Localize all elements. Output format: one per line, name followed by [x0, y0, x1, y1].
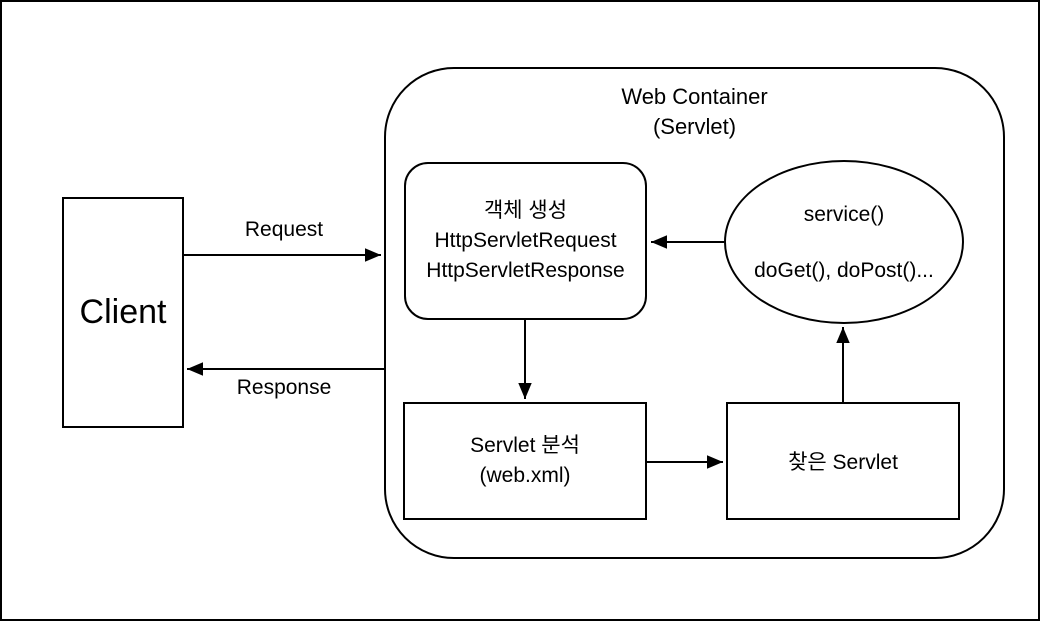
request-flow-label: Request: [244, 218, 324, 241]
servlet-analysis-box: Servlet 분석 (web.xml): [403, 402, 647, 520]
object-creation-line2: HttpServletRequest: [434, 229, 617, 252]
web-container-title-line2: (Servlet): [652, 114, 737, 139]
response-flow-label: Response: [236, 376, 332, 399]
servlet-analysis-line2: (web.xml): [479, 464, 571, 487]
object-creation-line1: 객체 생성: [483, 199, 568, 222]
object-creation-box: 객체 생성 HttpServletRequest HttpServletResp…: [404, 162, 647, 320]
client-box: Client: [62, 197, 184, 428]
found-servlet-label: 찾은 Servlet: [788, 451, 898, 474]
object-creation-line3: HttpServletResponse: [426, 259, 625, 282]
service-method-label: service(): [803, 203, 885, 226]
web-container-title-line1: Web Container: [621, 84, 768, 109]
servlet-analysis-line1: Servlet 분석: [470, 434, 580, 457]
service-submethods-label: doGet(), doPost()...: [754, 259, 934, 282]
found-servlet-box: 찾은 Servlet: [726, 402, 960, 520]
client-label: Client: [79, 293, 167, 331]
service-ellipse: service() doGet(), doPost()...: [724, 160, 964, 324]
web-container-title: Web Container (Servlet): [384, 82, 1005, 142]
